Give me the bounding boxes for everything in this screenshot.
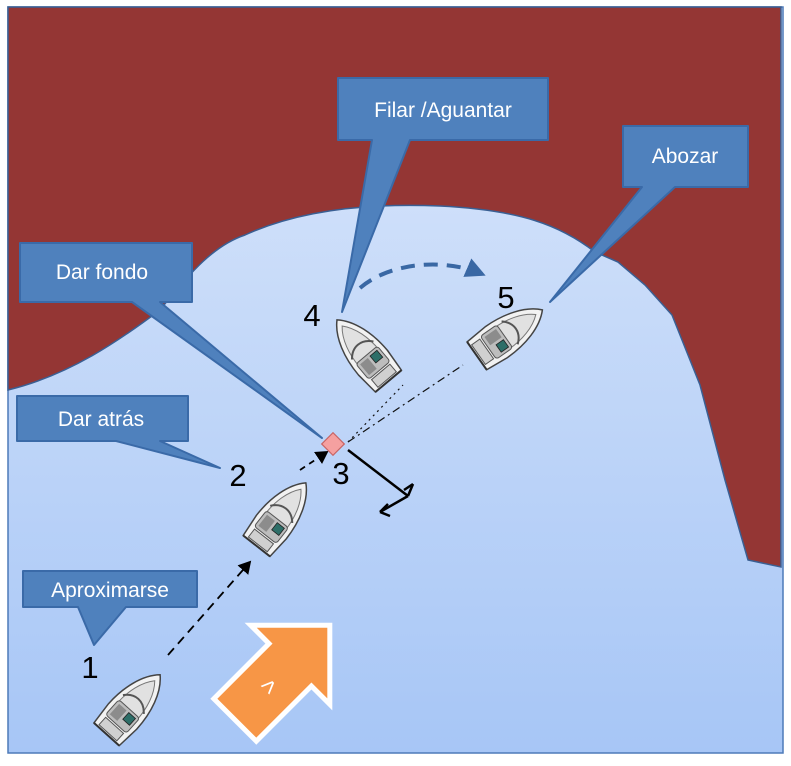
callout-dar-atras: Dar atrás [16,395,221,469]
step-number-5: 5 [497,280,514,315]
callout-aproximarse: Aproximarse [22,570,198,646]
step-number-2: 2 [229,458,246,493]
callout-label-aproximarse: Aproximarse [51,579,169,602]
anchor-rode-to-5 [347,364,464,443]
step-number-1: 1 [81,650,98,685]
step-number-3: 3 [332,456,349,491]
wind-arrow-icon: > [210,622,333,745]
callout-label-dar-fondo: Dar fondo [56,261,148,284]
anchor-point-marker [320,431,346,457]
wind-vane-icon [347,449,415,518]
callout-label-filar-aguantar: Filar /Aguantar [374,99,512,122]
callout-dar-fondo: Dar fondo [19,242,323,439]
anchor-rode-to-4 [347,384,404,443]
reverse-course-line [299,451,329,471]
approach-course-line [167,560,252,656]
callout-filar-aguantar: Filar /Aguantar [337,77,549,313]
callout-label-abozar: Abozar [652,145,719,168]
callout-label-dar-atras: Dar atrás [58,408,144,431]
coastline-land [7,6,782,568]
callout-abozar: Abozar [549,125,749,303]
step-number-4: 4 [303,298,320,333]
swing-arrow [358,258,486,290]
